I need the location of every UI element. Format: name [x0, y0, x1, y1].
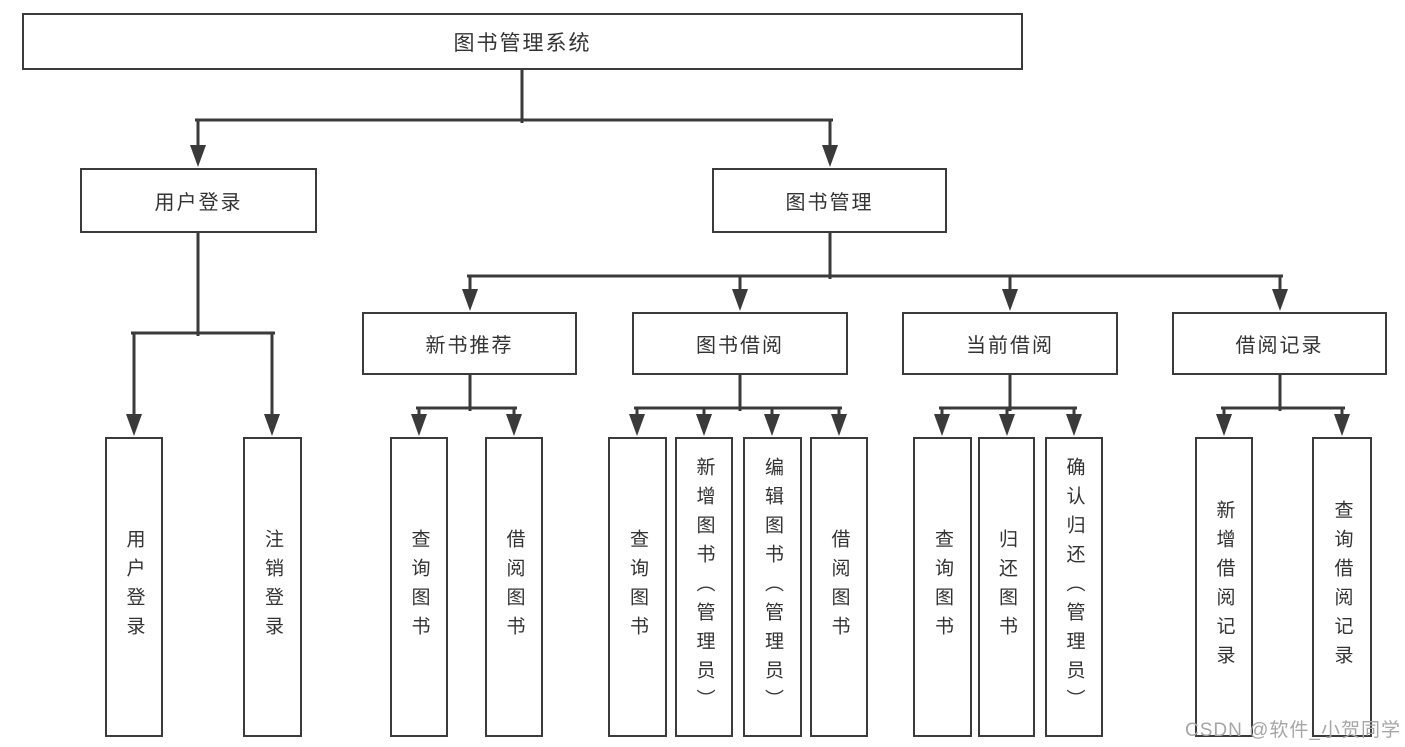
connector-user-login-split: [126, 231, 280, 436]
leaf-add-borrow-record: 新增借阅记录: [1195, 437, 1253, 737]
leaf-logout: 注销登录: [243, 437, 302, 737]
connector-book-management-split: [462, 231, 1288, 311]
leaf-add-book-admin: 新增图书（管理员）: [675, 437, 733, 737]
node-new-book-recommend: 新书推荐: [362, 312, 577, 375]
leaf-borrow-books: 借阅图书: [810, 437, 868, 737]
csdn-watermark: CSDN @软件_小贺同学: [1185, 720, 1401, 741]
connector-root-split: [190, 68, 838, 167]
leaf-edit-book-admin: 编辑图书（管理员）: [743, 437, 802, 737]
node-borrow-records: 借阅记录: [1172, 312, 1387, 375]
connector-new-book-split: [411, 373, 522, 436]
leaf-query-borrow-record: 查询借阅记录: [1312, 437, 1372, 737]
leaf-return-book: 归还图书: [978, 437, 1035, 737]
connector-current-borrow-split: [934, 373, 1082, 436]
leaf-query-books-borrow: 查询图书: [608, 437, 667, 737]
node-book-borrow: 图书借阅: [632, 312, 848, 375]
connector-borrow-records-split: [1216, 373, 1350, 436]
node-user-login: 用户登录: [80, 168, 317, 233]
node-current-borrow: 当前借阅: [902, 312, 1118, 375]
leaf-borrow-books-recommend: 借阅图书: [485, 437, 543, 737]
node-book-management: 图书管理: [712, 168, 947, 233]
node-library-management-system: 图书管理系统: [22, 13, 1023, 70]
leaf-confirm-return-admin: 确认归还（管理员）: [1045, 437, 1103, 737]
leaf-user-login: 用户登录: [105, 437, 163, 737]
leaf-query-books-current: 查询图书: [913, 437, 972, 737]
leaf-query-books-recommend: 查询图书: [390, 437, 448, 737]
connector-book-borrow-split: [629, 373, 847, 436]
